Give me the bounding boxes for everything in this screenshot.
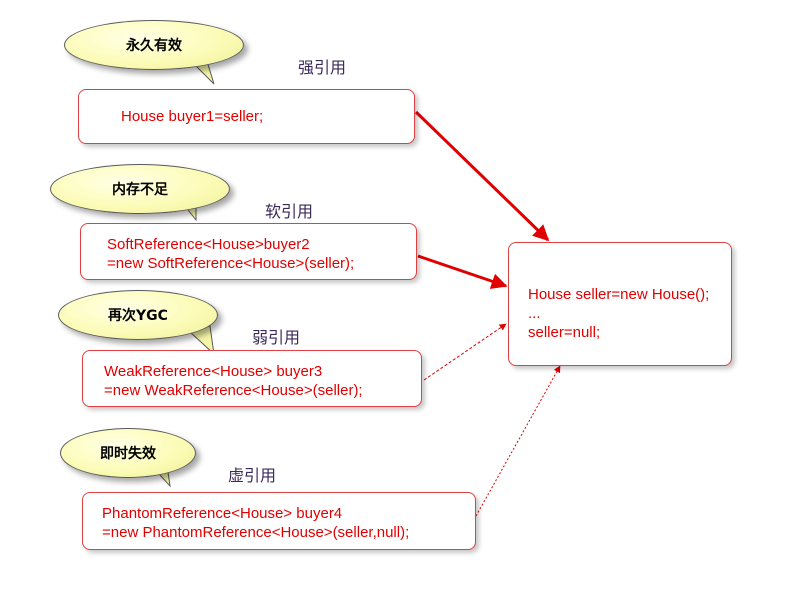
code-box-target: House seller=new House(); ... seller=nul… — [508, 242, 732, 366]
arrow-soft — [417, 254, 508, 289]
code-line: =new WeakReference<House>(seller); — [104, 382, 363, 399]
bubble-soft-text: 内存不足 — [112, 182, 168, 198]
code-line: PhantomReference<House> buyer4 — [102, 505, 343, 522]
bubble-phantom: 即时失效 — [60, 428, 196, 478]
code-box-strong: House buyer1=seller; — [78, 89, 415, 144]
code-line: House seller=new House(); — [528, 286, 710, 303]
arrow-phantom — [475, 365, 561, 517]
code-box-phantom: PhantomReference<House> buyer4 =new Phan… — [82, 492, 476, 550]
code-line: ... — [528, 305, 541, 322]
label-phantom-reference: 虚引用 — [228, 466, 277, 485]
bubble-strong-text: 永久有效 — [126, 38, 182, 54]
bubble-phantom-text: 即时失效 — [100, 446, 156, 462]
arrow-strong — [414, 110, 550, 242]
bubble-weak: 再次YGC — [58, 290, 218, 340]
bubble-weak-text: 再次YGC — [108, 308, 168, 324]
code-line: =new SoftReference<House>(seller); — [107, 255, 355, 272]
arrow-weak — [423, 323, 507, 381]
label-soft-reference: 软引用 — [265, 202, 314, 221]
code-line: House buyer1=seller; — [121, 108, 264, 125]
code-line: seller=null; — [528, 324, 601, 341]
code-box-weak: WeakReference<House> buyer3 =new WeakRef… — [82, 350, 422, 407]
bubble-soft: 内存不足 — [50, 164, 230, 214]
label-strong-reference: 强引用 — [298, 58, 347, 77]
code-line: SoftReference<House>buyer2 — [107, 236, 310, 253]
label-weak-reference: 弱引用 — [252, 328, 301, 347]
code-line: =new PhantomReference<House>(seller,null… — [102, 524, 410, 541]
code-box-soft: SoftReference<House>buyer2 =new SoftRefe… — [80, 223, 417, 280]
bubble-strong: 永久有效 — [64, 20, 244, 70]
code-line: WeakReference<House> buyer3 — [104, 363, 323, 380]
